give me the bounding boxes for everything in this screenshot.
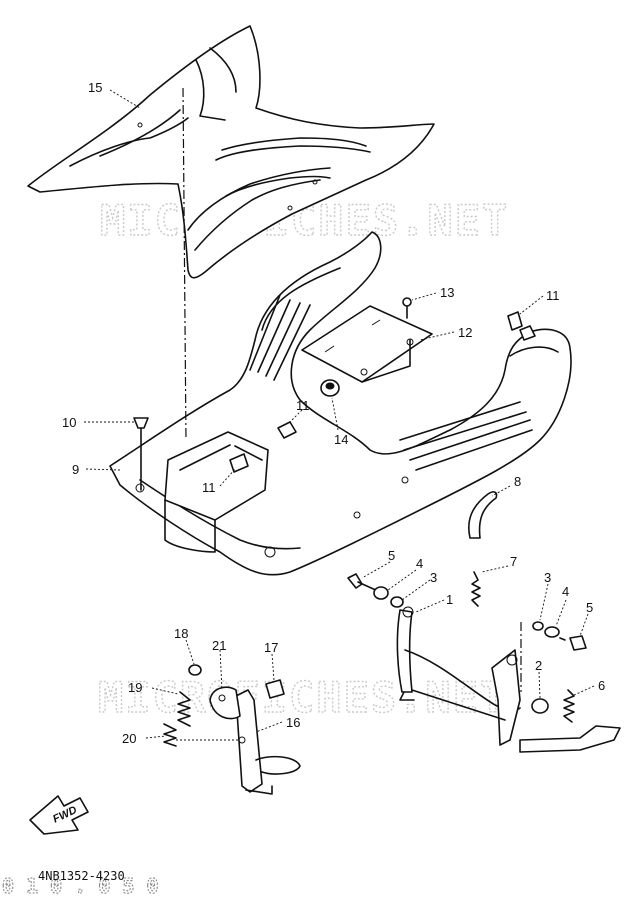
diagram-code: 4NB1352-4230 xyxy=(38,869,125,883)
hose-8 xyxy=(468,491,498,539)
grommet-14 xyxy=(320,379,340,397)
clip-11b xyxy=(277,421,297,439)
leader-lines xyxy=(84,89,595,741)
callout-8: 8 xyxy=(514,474,521,489)
clip-11a xyxy=(507,311,523,331)
callout-3-right: 3 xyxy=(544,570,551,585)
callout-18: 18 xyxy=(174,626,188,641)
screw-13 xyxy=(402,297,412,319)
cover-plate xyxy=(301,305,433,383)
bolt-17 xyxy=(265,679,285,699)
callout-13: 13 xyxy=(440,285,454,300)
stopper-2 xyxy=(531,698,549,714)
callout-14: 14 xyxy=(334,432,348,447)
washer-3a xyxy=(390,596,404,608)
forward-arrow-icon: FWD xyxy=(29,795,89,835)
washer-4a xyxy=(373,586,389,600)
callout-7: 7 xyxy=(510,554,517,569)
nut-18 xyxy=(188,664,202,676)
spring-20 xyxy=(163,723,177,747)
callout-4-left: 4 xyxy=(416,556,423,571)
washer-3b xyxy=(532,621,544,631)
callout-11-lower: 11 xyxy=(202,480,216,495)
page-stamp: 0 1 0 . 0 5 0 xyxy=(2,874,159,898)
callout-6: 6 xyxy=(598,678,605,693)
side-stand xyxy=(235,689,301,795)
callout-17: 17 xyxy=(264,640,278,655)
washer-4b xyxy=(544,626,560,638)
footrest-board xyxy=(109,231,572,576)
callout-2: 2 xyxy=(535,658,542,673)
callout-20: 20 xyxy=(122,731,136,746)
callout-labels: 15 13 11 12 10 11 14 9 11 8 5 4 3 7 1 3 … xyxy=(62,80,605,746)
callout-19: 19 xyxy=(128,680,142,695)
callout-16: 16 xyxy=(286,715,300,730)
callout-12: 12 xyxy=(458,325,472,340)
spring-7 xyxy=(471,571,481,607)
callout-5-right: 5 xyxy=(586,600,593,615)
callout-9: 9 xyxy=(72,462,79,477)
assembly-line-mat xyxy=(182,87,187,441)
callout-3-left: 3 xyxy=(430,570,437,585)
watermark-bottom: MICROFICHES.NET xyxy=(98,673,507,722)
callout-11-upper: 11 xyxy=(546,288,560,303)
callout-1: 1 xyxy=(446,592,453,607)
callout-15: 15 xyxy=(88,80,102,95)
rivet-10 xyxy=(133,417,149,491)
spring-19 xyxy=(177,691,191,727)
bolt-5b xyxy=(559,635,587,651)
callout-11-mid: 11 xyxy=(296,398,310,413)
bracket-21 xyxy=(209,686,241,720)
spring-6 xyxy=(563,689,575,723)
callout-4-right: 4 xyxy=(562,584,569,599)
floor-mat xyxy=(27,25,435,279)
callout-10: 10 xyxy=(62,415,76,430)
main-stand xyxy=(396,606,621,753)
callout-5-left: 5 xyxy=(388,548,395,563)
clip-11c xyxy=(229,453,249,473)
callout-21: 21 xyxy=(212,638,226,653)
